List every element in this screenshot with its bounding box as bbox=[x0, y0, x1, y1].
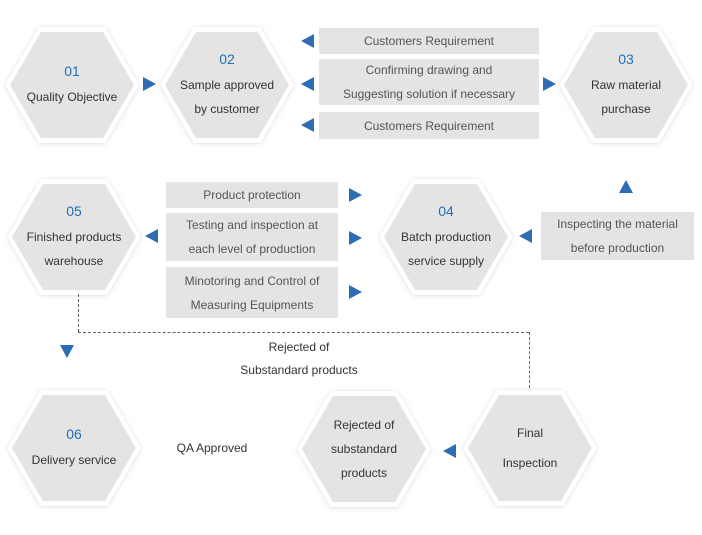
arrow-right-01-to-02 bbox=[143, 77, 156, 91]
step-number: 02 bbox=[219, 51, 235, 67]
step-label: Inspection bbox=[502, 456, 558, 470]
step-02-sample-approved: 02 Sample approved by customer bbox=[160, 27, 294, 143]
step-label: products bbox=[340, 466, 388, 480]
step-label: substandard bbox=[330, 442, 398, 456]
box-text: before production bbox=[570, 241, 665, 255]
step-label: Raw material bbox=[590, 78, 662, 92]
arrow-left-requirement-top bbox=[301, 34, 314, 48]
arrow-left-to-05 bbox=[145, 229, 158, 243]
step-label: purchase bbox=[601, 102, 651, 116]
rejected-substandard-label-line1: Rejected of bbox=[268, 340, 330, 354]
arrow-up-to-03 bbox=[619, 180, 633, 193]
arrow-left-to-rejected bbox=[443, 444, 456, 458]
step-number: 01 bbox=[64, 63, 80, 79]
box-text: Minotoring and Control of bbox=[184, 273, 320, 288]
step-label: Batch production bbox=[400, 230, 492, 244]
step-03-raw-material: 03 Raw material purchase bbox=[559, 27, 693, 143]
testing-inspection-box: Testing and inspection at each level of … bbox=[166, 213, 338, 261]
step-number: 04 bbox=[438, 203, 454, 219]
confirming-drawing-box: Confirming drawing and Suggesting soluti… bbox=[319, 59, 539, 105]
step-01-quality-objective: 01 Quality Objective bbox=[5, 27, 139, 143]
step-label: Sample approved bbox=[179, 78, 275, 92]
box-text: Measuring Equipments bbox=[190, 297, 314, 312]
step-label: warehouse bbox=[44, 254, 104, 268]
step-label: service supply bbox=[407, 254, 485, 268]
box-text: each level of production bbox=[188, 242, 316, 256]
box-text: Customers Requirement bbox=[363, 34, 495, 48]
box-text: Confirming drawing and bbox=[365, 63, 493, 77]
box-text: Product protection bbox=[203, 188, 301, 202]
arrow-left-confirming bbox=[301, 77, 314, 91]
arrow-right-testing bbox=[349, 231, 362, 245]
monitoring-control-box: Minotoring and Control of Measuring Equi… bbox=[166, 267, 338, 318]
dashed-line-vertical-right bbox=[529, 332, 530, 388]
step-label: by customer bbox=[194, 102, 260, 116]
step-label: Final bbox=[516, 426, 543, 440]
step-label: Finished products bbox=[26, 230, 122, 244]
rejected-substandard-label-line2: Substandard products bbox=[240, 363, 358, 377]
step-number: 06 bbox=[66, 426, 82, 442]
step-label: Delivery service bbox=[31, 453, 117, 467]
step-final-inspection: Final Inspection bbox=[463, 390, 597, 506]
step-label: Quality Objective bbox=[26, 90, 118, 104]
step-06-delivery-service: 06 Delivery service bbox=[7, 390, 141, 506]
box-text: Inspecting the material bbox=[557, 217, 678, 231]
dashed-line-vertical-left bbox=[78, 294, 79, 332]
arrow-left-to-04 bbox=[519, 229, 532, 243]
product-protection-box: Product protection bbox=[166, 182, 338, 208]
step-label: Rejected of bbox=[333, 418, 395, 432]
arrow-right-monitoring bbox=[349, 285, 362, 299]
step-number: 03 bbox=[618, 51, 634, 67]
box-text: Customers Requirement bbox=[363, 118, 495, 133]
qa-approved-label: QA Approved bbox=[176, 441, 248, 455]
step-04-batch-production: 04 Batch production service supply bbox=[379, 179, 513, 295]
step-rejected-substandard: Rejected of substandard products bbox=[297, 391, 431, 507]
customers-requirement-box-top: Customers Requirement bbox=[319, 28, 539, 54]
arrow-right-to-03 bbox=[543, 77, 556, 91]
step-number: 05 bbox=[66, 203, 82, 219]
arrow-right-protection bbox=[349, 188, 362, 202]
inspecting-material-box: Inspecting the material before productio… bbox=[541, 212, 694, 260]
customers-requirement-box-bottom: Customers Requirement bbox=[319, 112, 539, 139]
box-text: Suggesting solution if necessary bbox=[342, 87, 516, 101]
box-text: Testing and inspection at bbox=[185, 218, 319, 232]
arrow-left-requirement-bottom bbox=[301, 118, 314, 132]
arrow-down-to-06 bbox=[60, 345, 74, 358]
step-05-finished-products: 05 Finished products warehouse bbox=[7, 179, 141, 295]
dashed-line-horizontal bbox=[78, 332, 529, 333]
